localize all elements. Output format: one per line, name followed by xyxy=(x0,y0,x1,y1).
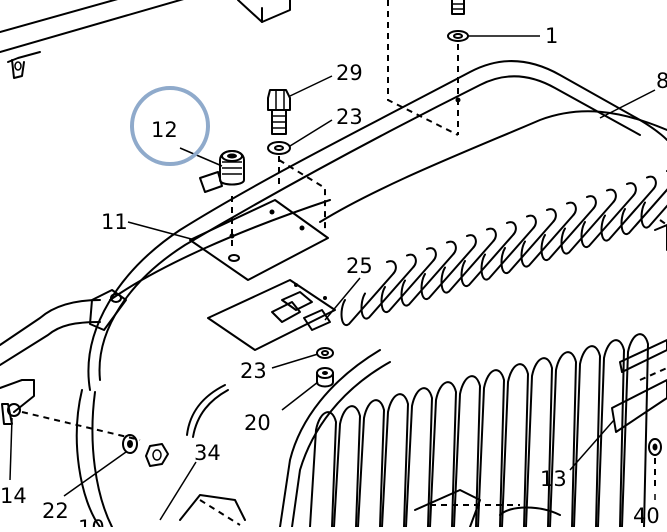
callout-12: 12 xyxy=(151,118,178,142)
grille-slot xyxy=(357,399,385,528)
callout-23-upper: 23 xyxy=(336,105,363,129)
grille-fin xyxy=(360,253,417,320)
callout-22: 22 xyxy=(42,499,69,523)
washer-part-23-upper xyxy=(267,141,291,155)
grille-fin xyxy=(520,201,577,268)
nut-part-20 xyxy=(316,367,334,388)
right-edge-bracket xyxy=(654,219,667,251)
grille-fin xyxy=(500,208,557,275)
grille-fin xyxy=(380,247,437,314)
grille-slot xyxy=(621,333,649,528)
plate-part-11 xyxy=(189,199,329,281)
callout-8: 8 xyxy=(656,69,667,93)
grille-slot xyxy=(501,363,529,528)
leader-lines xyxy=(9,35,656,521)
latch-part-12 xyxy=(199,150,245,193)
callout-20: 20 xyxy=(244,411,271,435)
grille-slot xyxy=(309,411,337,528)
frame-rail xyxy=(0,0,184,79)
nut-part-10 xyxy=(145,443,169,467)
callout-1: 1 xyxy=(545,24,558,48)
grille-fin xyxy=(460,221,517,288)
grille-slot xyxy=(477,369,505,528)
grille-slot xyxy=(381,393,409,528)
guide-line-29 xyxy=(278,156,326,232)
left-bracket-arm xyxy=(0,289,141,441)
grille-fin xyxy=(340,260,397,327)
callout-34: 34 xyxy=(194,441,221,465)
grille-slot xyxy=(573,345,601,528)
plate-part-25 xyxy=(207,279,336,351)
callout-10: 10 xyxy=(78,516,105,527)
grille-fin xyxy=(540,195,597,262)
grille-slot xyxy=(525,357,553,528)
grille-slot xyxy=(597,339,625,528)
guide-line xyxy=(387,0,459,136)
highlight-circle xyxy=(130,86,210,166)
grille-slot xyxy=(405,387,433,528)
callout-11: 11 xyxy=(101,210,128,234)
grille-fins xyxy=(309,169,667,528)
grille-slot xyxy=(429,381,457,528)
callout-13: 13 xyxy=(540,467,567,491)
grille-fin xyxy=(620,169,667,236)
grille-fin xyxy=(440,227,497,294)
grille-slot xyxy=(333,405,361,528)
grille-fin xyxy=(580,182,637,249)
grille-fin xyxy=(420,234,477,301)
grille-slot xyxy=(453,375,481,528)
callout-25: 25 xyxy=(346,254,373,278)
bolt-part-29 xyxy=(267,89,291,135)
callout-14: 14 xyxy=(0,484,27,508)
callout-40: 40 xyxy=(633,504,660,527)
washer-part-40 xyxy=(648,438,662,490)
callout-23-lower: 23 xyxy=(240,359,267,383)
grille-fin xyxy=(640,201,667,229)
washer-part-22 xyxy=(122,434,138,454)
grille-fin xyxy=(600,175,657,242)
grille-fin xyxy=(560,188,617,255)
callout-29: 29 xyxy=(336,61,363,85)
top-bracket xyxy=(237,0,291,23)
grille-fin xyxy=(400,240,457,307)
bottom-hinge xyxy=(179,489,561,528)
bolt-part-1 xyxy=(447,0,469,135)
washer-part-23-lower xyxy=(316,347,334,359)
callout-labels: 1 29 23 8 12 11 25 23 20 34 13 14 22 10 … xyxy=(0,24,667,532)
hinge-part-13 xyxy=(611,339,667,433)
grille-slot xyxy=(549,351,577,528)
grille-fin xyxy=(480,214,537,281)
